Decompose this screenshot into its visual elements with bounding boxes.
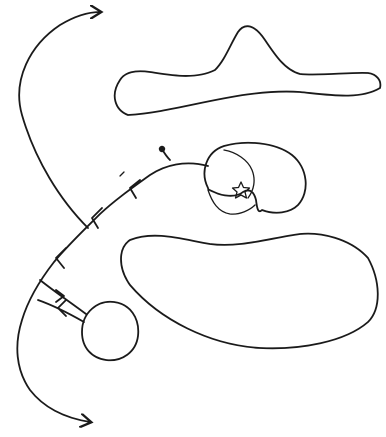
inner-connector [208,190,255,214]
top-crown-shape [115,26,381,115]
pathway-stem [162,149,170,160]
long-pathway-with-arrows [17,163,208,422]
small-circle [82,302,138,360]
looped-structure-with-star [205,143,306,213]
arc-tick [120,172,124,176]
lower-blob-shape [121,234,378,349]
curved-arrow-top [19,12,100,228]
branch-to-circle [40,280,86,314]
